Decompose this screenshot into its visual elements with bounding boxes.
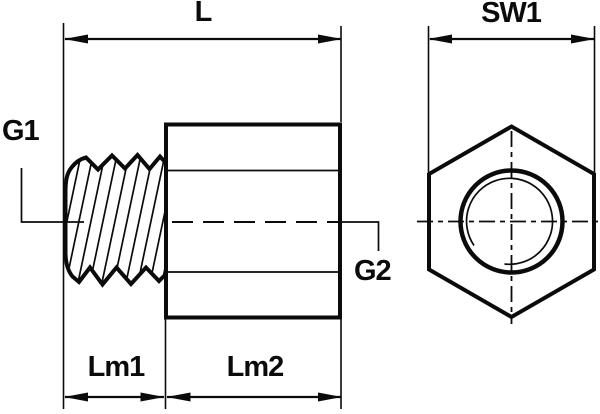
label-total-length: L [194,0,213,28]
label-internal-thread: G2 [354,255,392,287]
leader-line-G1 [20,168,84,223]
arrow-Lm2-right [318,392,342,402]
thread-profile-outline [63,151,168,288]
label-wrench-size: SW1 [481,0,542,29]
arrow-Lm1-left [64,392,88,402]
label-thread-length-right: Lm2 [226,351,285,383]
label-thread-length-left: Lm1 [87,351,146,383]
arrow-L-left [64,34,88,44]
arrow-SW1-left [428,34,452,44]
arrow-SW1-right [571,34,595,44]
internal-thread-arc [465,177,554,266]
arrow-L-right [318,34,342,44]
dimension-arrowheads [64,34,595,402]
leader-line-G2 [341,221,380,251]
arrow-Lm1-right [140,392,165,402]
label-external-thread: G1 [2,115,40,147]
arrow-Lm2-left [166,392,191,402]
